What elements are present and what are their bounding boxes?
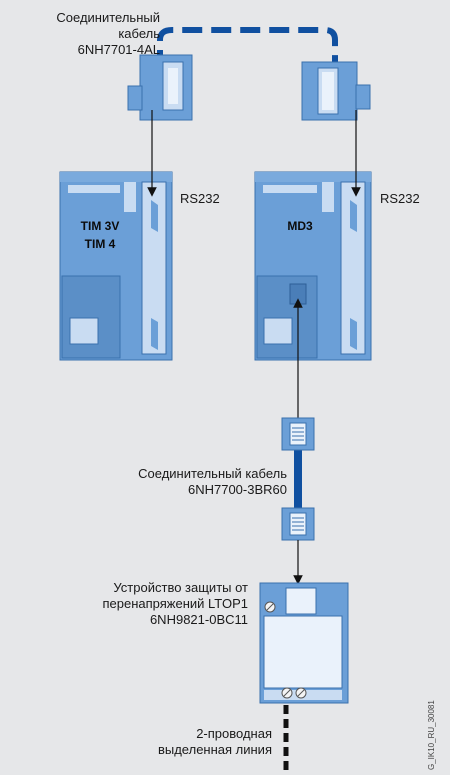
tim-module-label: TIM 3V TIM 4	[60, 217, 140, 253]
line-label-line1: 2-проводная	[196, 726, 272, 741]
right-port-label: RS232	[380, 191, 420, 206]
rs232-cable	[157, 27, 338, 70]
protector-label: Устройство защиты от перенапряжений LTOP…	[18, 580, 248, 628]
upper-rj-plug	[281, 417, 315, 451]
protector-code: 6NH9821-0BC11	[149, 612, 248, 627]
top-cable-label-line2: кабель	[118, 26, 160, 41]
rj-cable	[294, 445, 302, 513]
mid-cable-code: 6NH7700-3BR60	[187, 482, 287, 497]
top-cable-label-line1: Соединительный	[56, 10, 160, 25]
ltop1-device	[259, 582, 349, 704]
mid-cable-label: Соединительный кабель 6NH7700-3BR60	[57, 466, 287, 498]
md3-module	[254, 171, 372, 361]
line-label: 2-проводная выделенная линия	[72, 726, 272, 758]
tim-module	[59, 171, 173, 361]
right-dsub-connector	[301, 61, 371, 121]
lower-rj-plug	[281, 507, 315, 541]
left-dsub-connector	[127, 54, 193, 121]
tim-module-label-line2: TIM 4	[84, 237, 116, 251]
top-cable-code: 6NH7701-4AL	[77, 42, 160, 57]
protector-label-line1: Устройство защиты от	[113, 580, 248, 595]
line-label-line2: выделенная линия	[157, 742, 272, 757]
top-cable-label: Соединительный кабель 6NH7701-4AL	[0, 10, 160, 58]
left-port-label: RS232	[180, 191, 220, 206]
mid-cable-label-line1: Соединительный кабель	[138, 466, 287, 481]
md3-module-label: MD3	[287, 219, 313, 233]
figure-id: G_IK10_RU_30081	[427, 700, 436, 770]
tim-module-label-line1: TIM 3V	[80, 219, 120, 233]
protector-label-line2: перенапряжений LTOP1	[102, 596, 248, 611]
